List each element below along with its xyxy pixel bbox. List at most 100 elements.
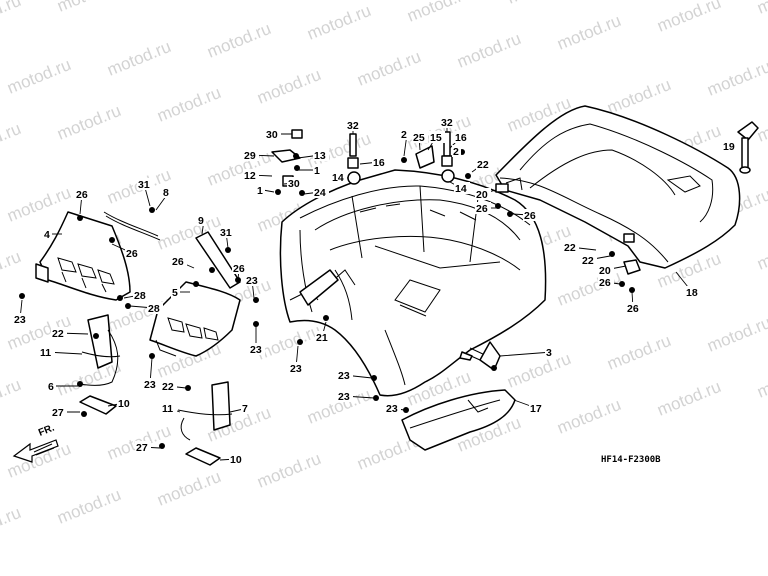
watermark-text: motod.ru xyxy=(504,0,573,8)
callout-number: 10 xyxy=(230,454,242,466)
watermark-text: motod.ru xyxy=(0,247,24,290)
watermark-text: motod.ru xyxy=(4,55,73,98)
watermark-text: motod.ru xyxy=(204,19,273,62)
callout-backdrop xyxy=(287,177,303,189)
callout-backdrop xyxy=(523,209,539,221)
callout-number: 26 xyxy=(172,256,184,268)
callout-backdrop xyxy=(626,302,642,314)
callout-backdrop xyxy=(13,313,29,325)
callout-backdrop xyxy=(229,453,245,465)
watermark-text: motod.ru xyxy=(0,119,24,162)
callout-number: 23 xyxy=(246,275,258,287)
callout-number: 32 xyxy=(441,117,453,129)
callout-number: 12 xyxy=(244,170,256,182)
watermark-text: motod.ru xyxy=(254,321,323,364)
watermark-text: motod.ru xyxy=(254,449,323,492)
callout-backdrop xyxy=(51,406,67,418)
callout-backdrop xyxy=(47,380,56,392)
callout-backdrop xyxy=(197,214,206,226)
callout-number: 4 xyxy=(44,229,50,241)
watermark-text: motod.ru xyxy=(454,29,523,72)
callout-backdrop xyxy=(133,289,149,301)
callout-backdrop xyxy=(161,380,177,392)
callout-number: 24 xyxy=(314,187,326,199)
callout-number: 15 xyxy=(430,132,442,144)
callout-number: 10 xyxy=(118,398,130,410)
callout-number: 26 xyxy=(599,277,611,289)
callout-number: 22 xyxy=(582,255,594,267)
callout-backdrop xyxy=(162,186,171,198)
callout-number: 14 xyxy=(332,172,344,184)
callout-number: 23 xyxy=(386,403,398,415)
callout-number: 28 xyxy=(134,290,146,302)
callout-number: 26 xyxy=(233,263,245,275)
callout-number: 6 xyxy=(48,381,54,393)
callout-backdrop xyxy=(243,169,259,181)
callout-backdrop xyxy=(232,262,248,274)
watermark-text: motod.ru xyxy=(54,101,123,144)
callout-backdrop xyxy=(685,286,701,298)
watermark-text: motod.ru xyxy=(754,0,768,18)
watermark-text: motod.ru xyxy=(4,183,73,226)
callout-number: 2 xyxy=(401,129,407,141)
callout-backdrop xyxy=(135,441,151,453)
callout-backdrop xyxy=(529,402,545,414)
callout-backdrop xyxy=(454,182,470,194)
callout-backdrop xyxy=(289,362,305,374)
callout-number: 22 xyxy=(564,242,576,254)
callout-number: 23 xyxy=(144,379,156,391)
callout-backdrop xyxy=(171,255,187,267)
callout-backdrop xyxy=(598,276,614,288)
callout-number: 22 xyxy=(162,381,174,393)
callout-backdrop xyxy=(545,346,554,358)
part-rear-cargo-cover xyxy=(495,105,741,269)
callout-number: 25 xyxy=(413,132,425,144)
watermark-text: motod.ru xyxy=(404,0,473,26)
watermark-text: motod.ru xyxy=(754,359,768,402)
callout-backdrop xyxy=(454,131,470,143)
callout-backdrop xyxy=(219,226,235,238)
watermark-text: motod.ru xyxy=(4,439,73,482)
watermark-text: motod.ru xyxy=(204,147,273,190)
watermark-text: motod.ru xyxy=(0,503,24,546)
callout-number: 26 xyxy=(627,303,639,315)
callout-backdrop xyxy=(313,149,329,161)
callout-backdrop xyxy=(75,188,91,200)
callout-number: 30 xyxy=(288,178,300,190)
callout-number: 31 xyxy=(138,179,150,191)
callout-number: 32 xyxy=(347,120,359,132)
callout-backdrop xyxy=(39,346,55,358)
callout-number: 7 xyxy=(242,403,248,415)
watermark-text: motod.ru xyxy=(704,313,768,356)
callout-backdrop xyxy=(147,302,163,314)
callout-number: 13 xyxy=(314,150,326,162)
callout-backdrop xyxy=(161,402,177,414)
part-stays xyxy=(103,211,241,289)
callout-backdrop xyxy=(241,402,250,414)
watermark-text: motod.ru xyxy=(504,349,573,392)
watermark-text: motod.ru xyxy=(254,65,323,108)
watermark-text: motod.ru xyxy=(554,11,623,54)
callout-backdrop xyxy=(243,149,259,161)
callout-number: 20 xyxy=(476,189,488,201)
callout-number: 23 xyxy=(250,344,262,356)
watermark-text: motod.ru xyxy=(154,83,223,126)
callout-number: 26 xyxy=(476,203,488,215)
part-bracket-lower-right xyxy=(177,381,233,441)
part-right-mudflap xyxy=(149,281,241,357)
callout-backdrop xyxy=(245,274,261,286)
callout-number: 18 xyxy=(686,287,698,299)
watermark-text: motod.ru xyxy=(154,467,223,510)
callout-backdrop xyxy=(249,343,265,355)
callout-number: 9 xyxy=(198,215,204,227)
callout-number: 2 xyxy=(453,146,459,158)
callout-number: 27 xyxy=(52,407,64,419)
watermark-text: motod.ru xyxy=(304,1,373,44)
callout-backdrop xyxy=(43,228,52,240)
part-left-mudflap xyxy=(35,211,131,301)
watermark-text: motod.ru xyxy=(654,377,723,420)
callout-backdrop xyxy=(331,171,347,183)
callout-number: 17 xyxy=(530,403,542,415)
callout-backdrop xyxy=(440,116,456,128)
